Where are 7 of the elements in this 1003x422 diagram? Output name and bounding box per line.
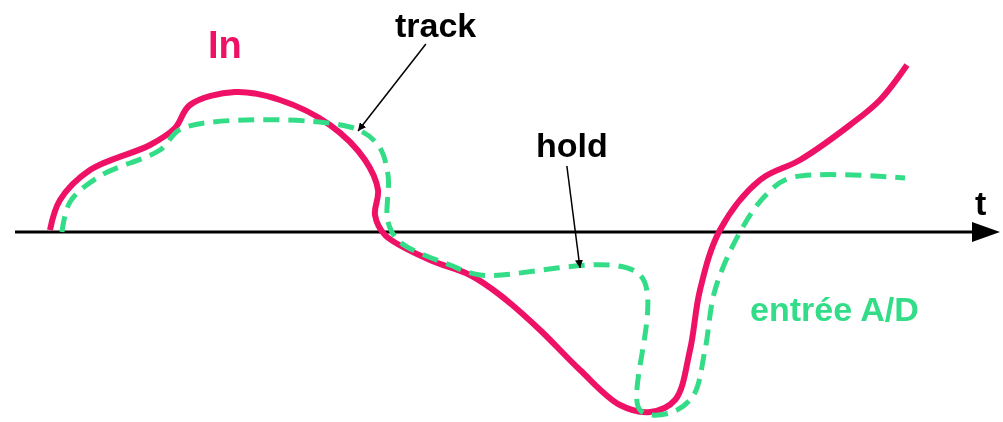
leader-arrow (357, 43, 427, 132)
annotation-text: track (395, 8, 477, 42)
annotation-text: hold (536, 128, 608, 162)
leader-arrow (566, 165, 583, 269)
signal-label: entrée A/D (750, 292, 919, 326)
axis-label: t (975, 186, 987, 220)
signal-label: In (208, 26, 242, 64)
